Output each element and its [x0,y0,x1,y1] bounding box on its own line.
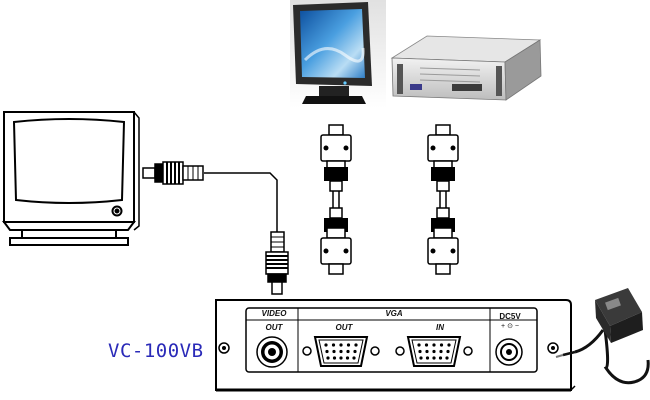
ac-adapter-icon [555,288,650,385]
rca-cable [142,161,289,295]
mount-screw-right [547,342,559,354]
dc-power-jack [495,338,523,366]
converter-unit [215,299,576,392]
rack-server-icon [390,35,542,101]
video-header-label: VIDEO [261,309,287,318]
vga-ports [302,336,473,367]
vga-out-label: OUT [335,323,353,332]
rca-plug-tv [142,161,204,185]
dc-polarity-label: + ⊙ − [501,323,519,330]
vga-header-label: VGA [385,309,403,318]
mount-screw-left [218,342,230,354]
model-name: VC-100VB [108,340,204,362]
video-out-label: OUT [265,323,283,332]
vga-in-label: IN [436,323,444,332]
vga-cable-in [427,124,459,275]
video-out-jack [256,336,288,368]
dc-label: DC5V [499,312,521,321]
vga-cables [320,124,459,275]
vga-out-port [302,336,380,367]
rca-plug-unit [265,231,289,295]
vga-in-port [395,336,473,367]
tv-monitor-icon [2,111,140,246]
lcd-monitor-icon [290,0,386,108]
vga-cable-out [320,124,352,275]
